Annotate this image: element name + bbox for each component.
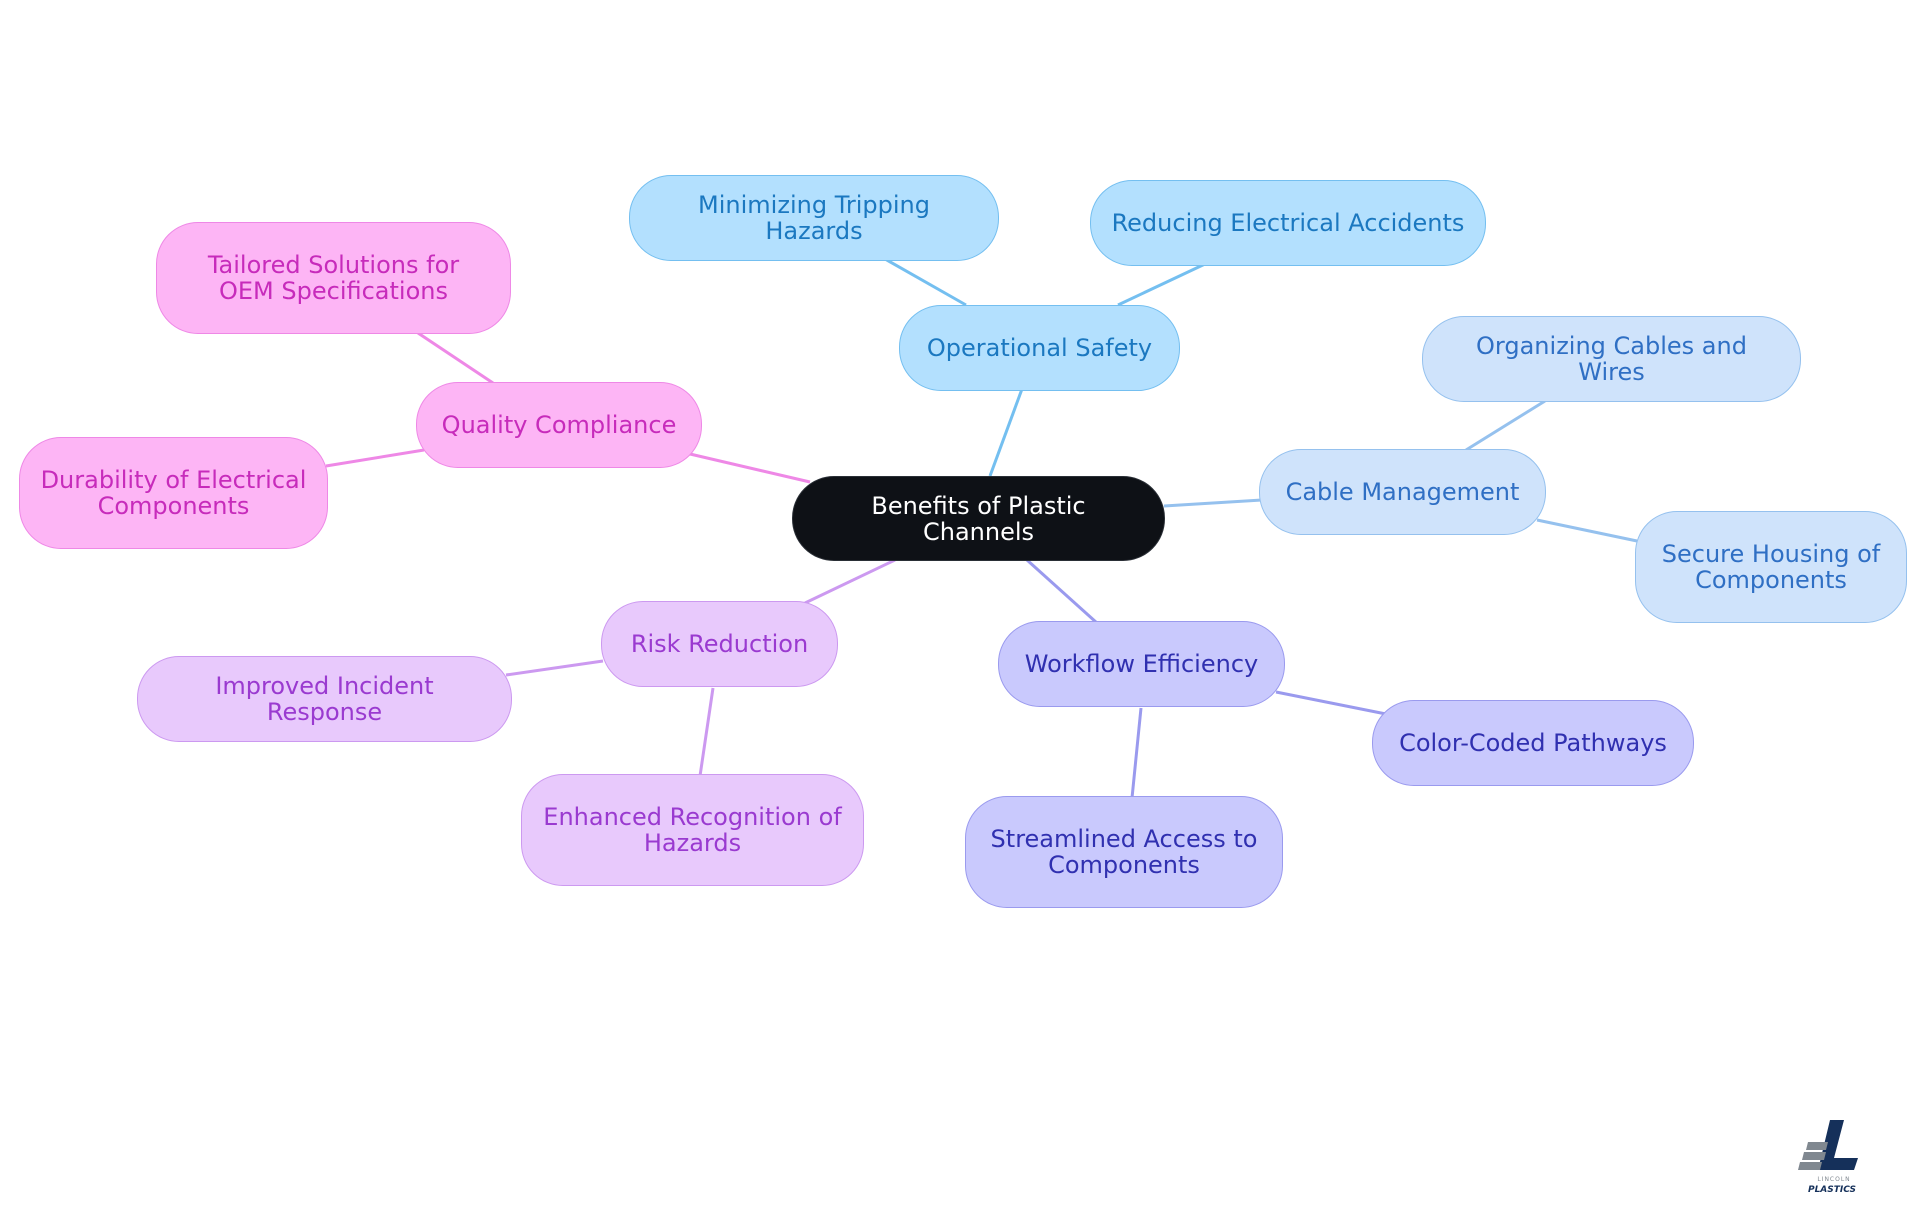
leaf-streamlined-access-components: Streamlined Access to Components [965, 796, 1283, 908]
branch-workflow-efficiency: Workflow Efficiency [998, 621, 1285, 707]
branch-operational-safety: Operational Safety [899, 305, 1180, 391]
leaf-reducing-electrical-accidents: Reducing Electrical Accidents [1090, 180, 1486, 266]
logo-mark-icon: LINCOLN PLASTICS [1798, 1120, 1858, 1195]
edge-risk-hazards [698, 687, 715, 777]
svg-text:LINCOLN: LINCOLN [1817, 1176, 1850, 1183]
edge-quality-durability [325, 448, 425, 468]
leaf-enhanced-recognition-hazards: Enhanced Recognition of Hazards [521, 774, 864, 886]
root-node: Benefits of Plastic Channels [792, 476, 1165, 561]
edge-quality-oem [417, 331, 494, 385]
leaf-minimizing-tripping-hazards: Minimizing Tripping Hazards [629, 175, 999, 261]
edge-workflow-access [1130, 707, 1143, 799]
branch-quality-compliance: Quality Compliance [416, 382, 702, 468]
edge-root-risk [804, 558, 896, 605]
edge-workflow-color [1275, 690, 1387, 716]
leaf-tailored-solutions-oem: Tailored Solutions for OEM Specification… [156, 222, 511, 334]
lincoln-plastics-logo: LINCOLN PLASTICS [1796, 1118, 1870, 1198]
leaf-secure-housing-components: Secure Housing of Components [1635, 511, 1907, 623]
edge-root-quality [689, 452, 811, 484]
branch-risk-reduction: Risk Reduction [601, 601, 838, 687]
edge-risk-incident [505, 659, 604, 677]
edge-root-workflow [1025, 558, 1099, 625]
edge-safety-tripping [884, 257, 967, 307]
edge-cable-organizing [1465, 399, 1546, 452]
branch-cable-management: Cable Management [1259, 449, 1546, 535]
edge-cable-housing [1536, 518, 1638, 543]
edge-root-safety [988, 388, 1024, 477]
leaf-organizing-cables-wires: Organizing Cables and Wires [1422, 316, 1801, 402]
edge-root-cable [1163, 498, 1263, 508]
edge-safety-electrical [1117, 262, 1206, 307]
svg-text:PLASTICS: PLASTICS [1808, 1185, 1856, 1195]
leaf-improved-incident-response: Improved Incident Response [137, 656, 512, 742]
leaf-color-coded-pathways: Color-Coded Pathways [1372, 700, 1694, 786]
leaf-durability-electrical-components: Durability of Electrical Components [19, 437, 328, 549]
